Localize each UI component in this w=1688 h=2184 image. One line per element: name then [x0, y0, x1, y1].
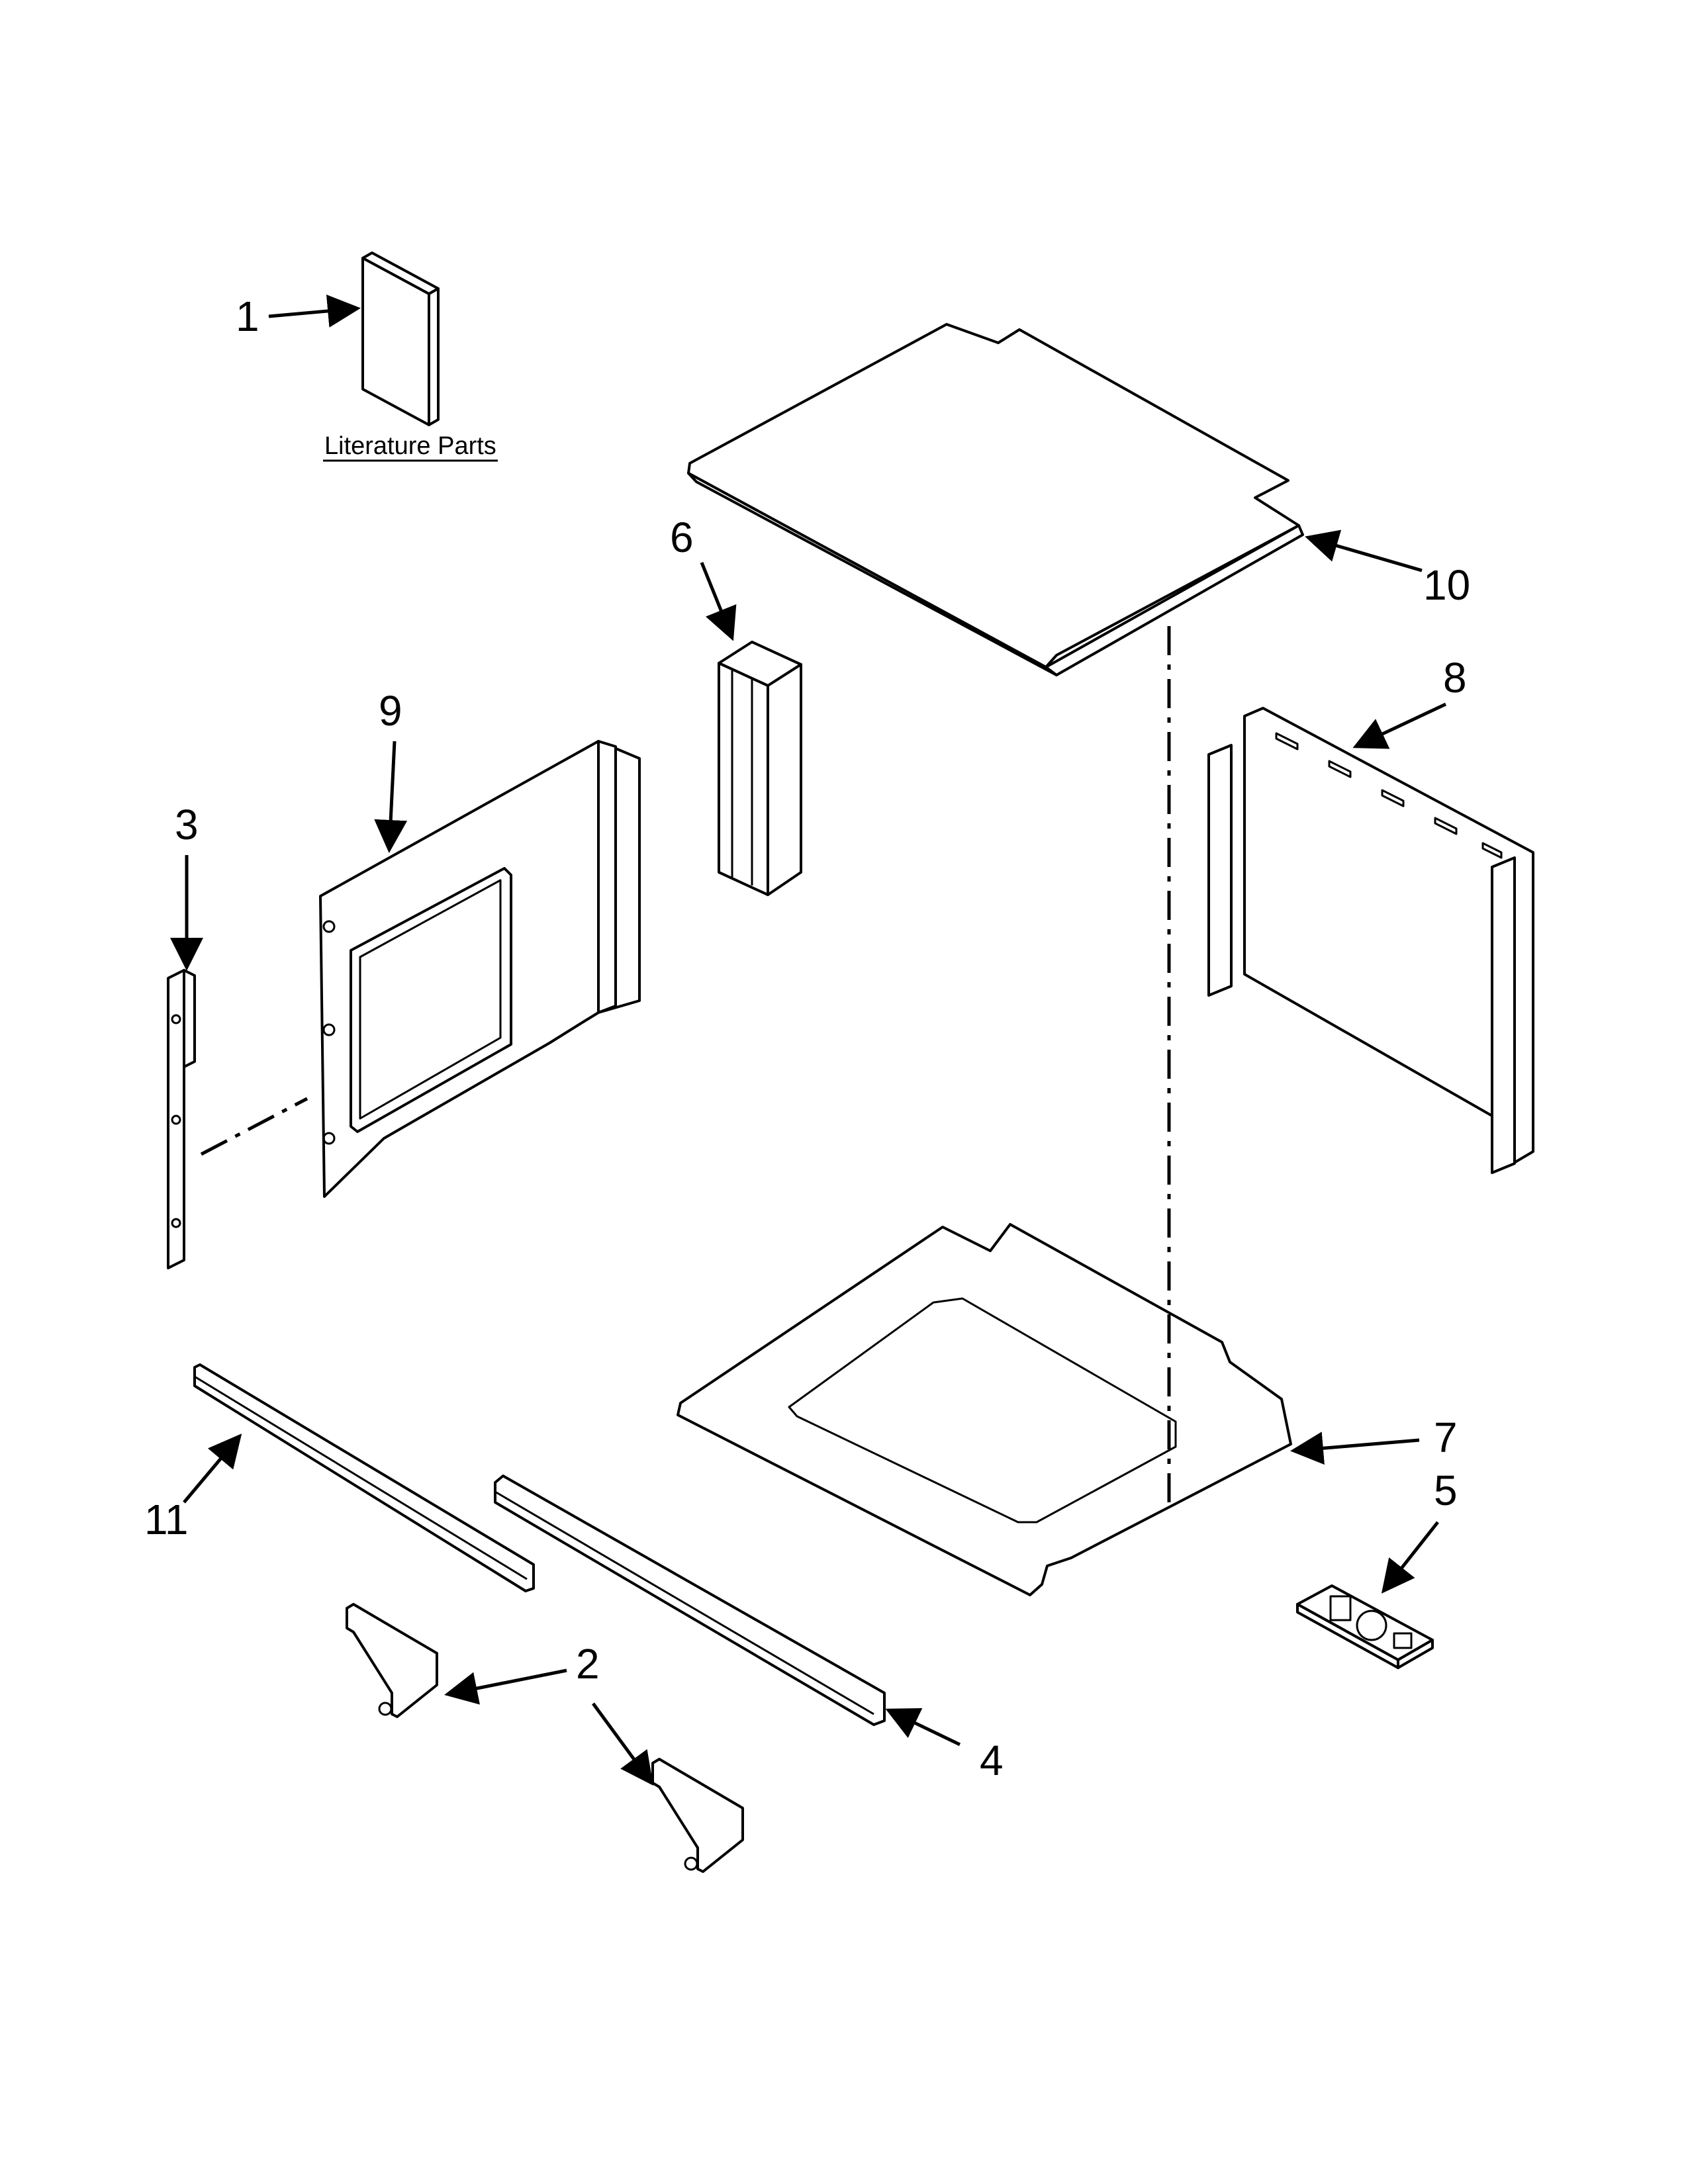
callout-5: 5 — [1434, 1467, 1458, 1514]
leader-lines — [170, 295, 1447, 1786]
literature-parts-label: Literature Parts — [324, 432, 496, 460]
callout-8: 8 — [1443, 654, 1467, 702]
rail-left — [193, 1363, 535, 1592]
left-side-panel — [319, 740, 641, 1198]
channel-bracket — [718, 641, 802, 896]
callout-9: 9 — [379, 687, 402, 735]
alignment-line-left — [200, 1097, 308, 1156]
callout-7: 7 — [1434, 1414, 1458, 1461]
callout-1: 1 — [236, 293, 259, 340]
top-panel — [687, 323, 1304, 676]
callout-4: 4 — [980, 1737, 1004, 1784]
hinge-bracket-upper — [346, 1603, 438, 1718]
hinge-bracket-lower — [651, 1758, 744, 1873]
callout-6: 6 — [670, 514, 694, 561]
circuit-board — [1296, 1584, 1434, 1669]
callout-3: 3 — [175, 801, 199, 848]
vertical-strip — [167, 969, 196, 1269]
rail-right — [494, 1475, 886, 1726]
bottom-panel — [677, 1223, 1292, 1596]
right-side-panel — [1207, 707, 1534, 1174]
callout-11: 11 — [144, 1496, 188, 1543]
callout-10: 10 — [1423, 561, 1470, 609]
callout-2: 2 — [576, 1640, 600, 1688]
literature-booklet — [361, 251, 440, 426]
